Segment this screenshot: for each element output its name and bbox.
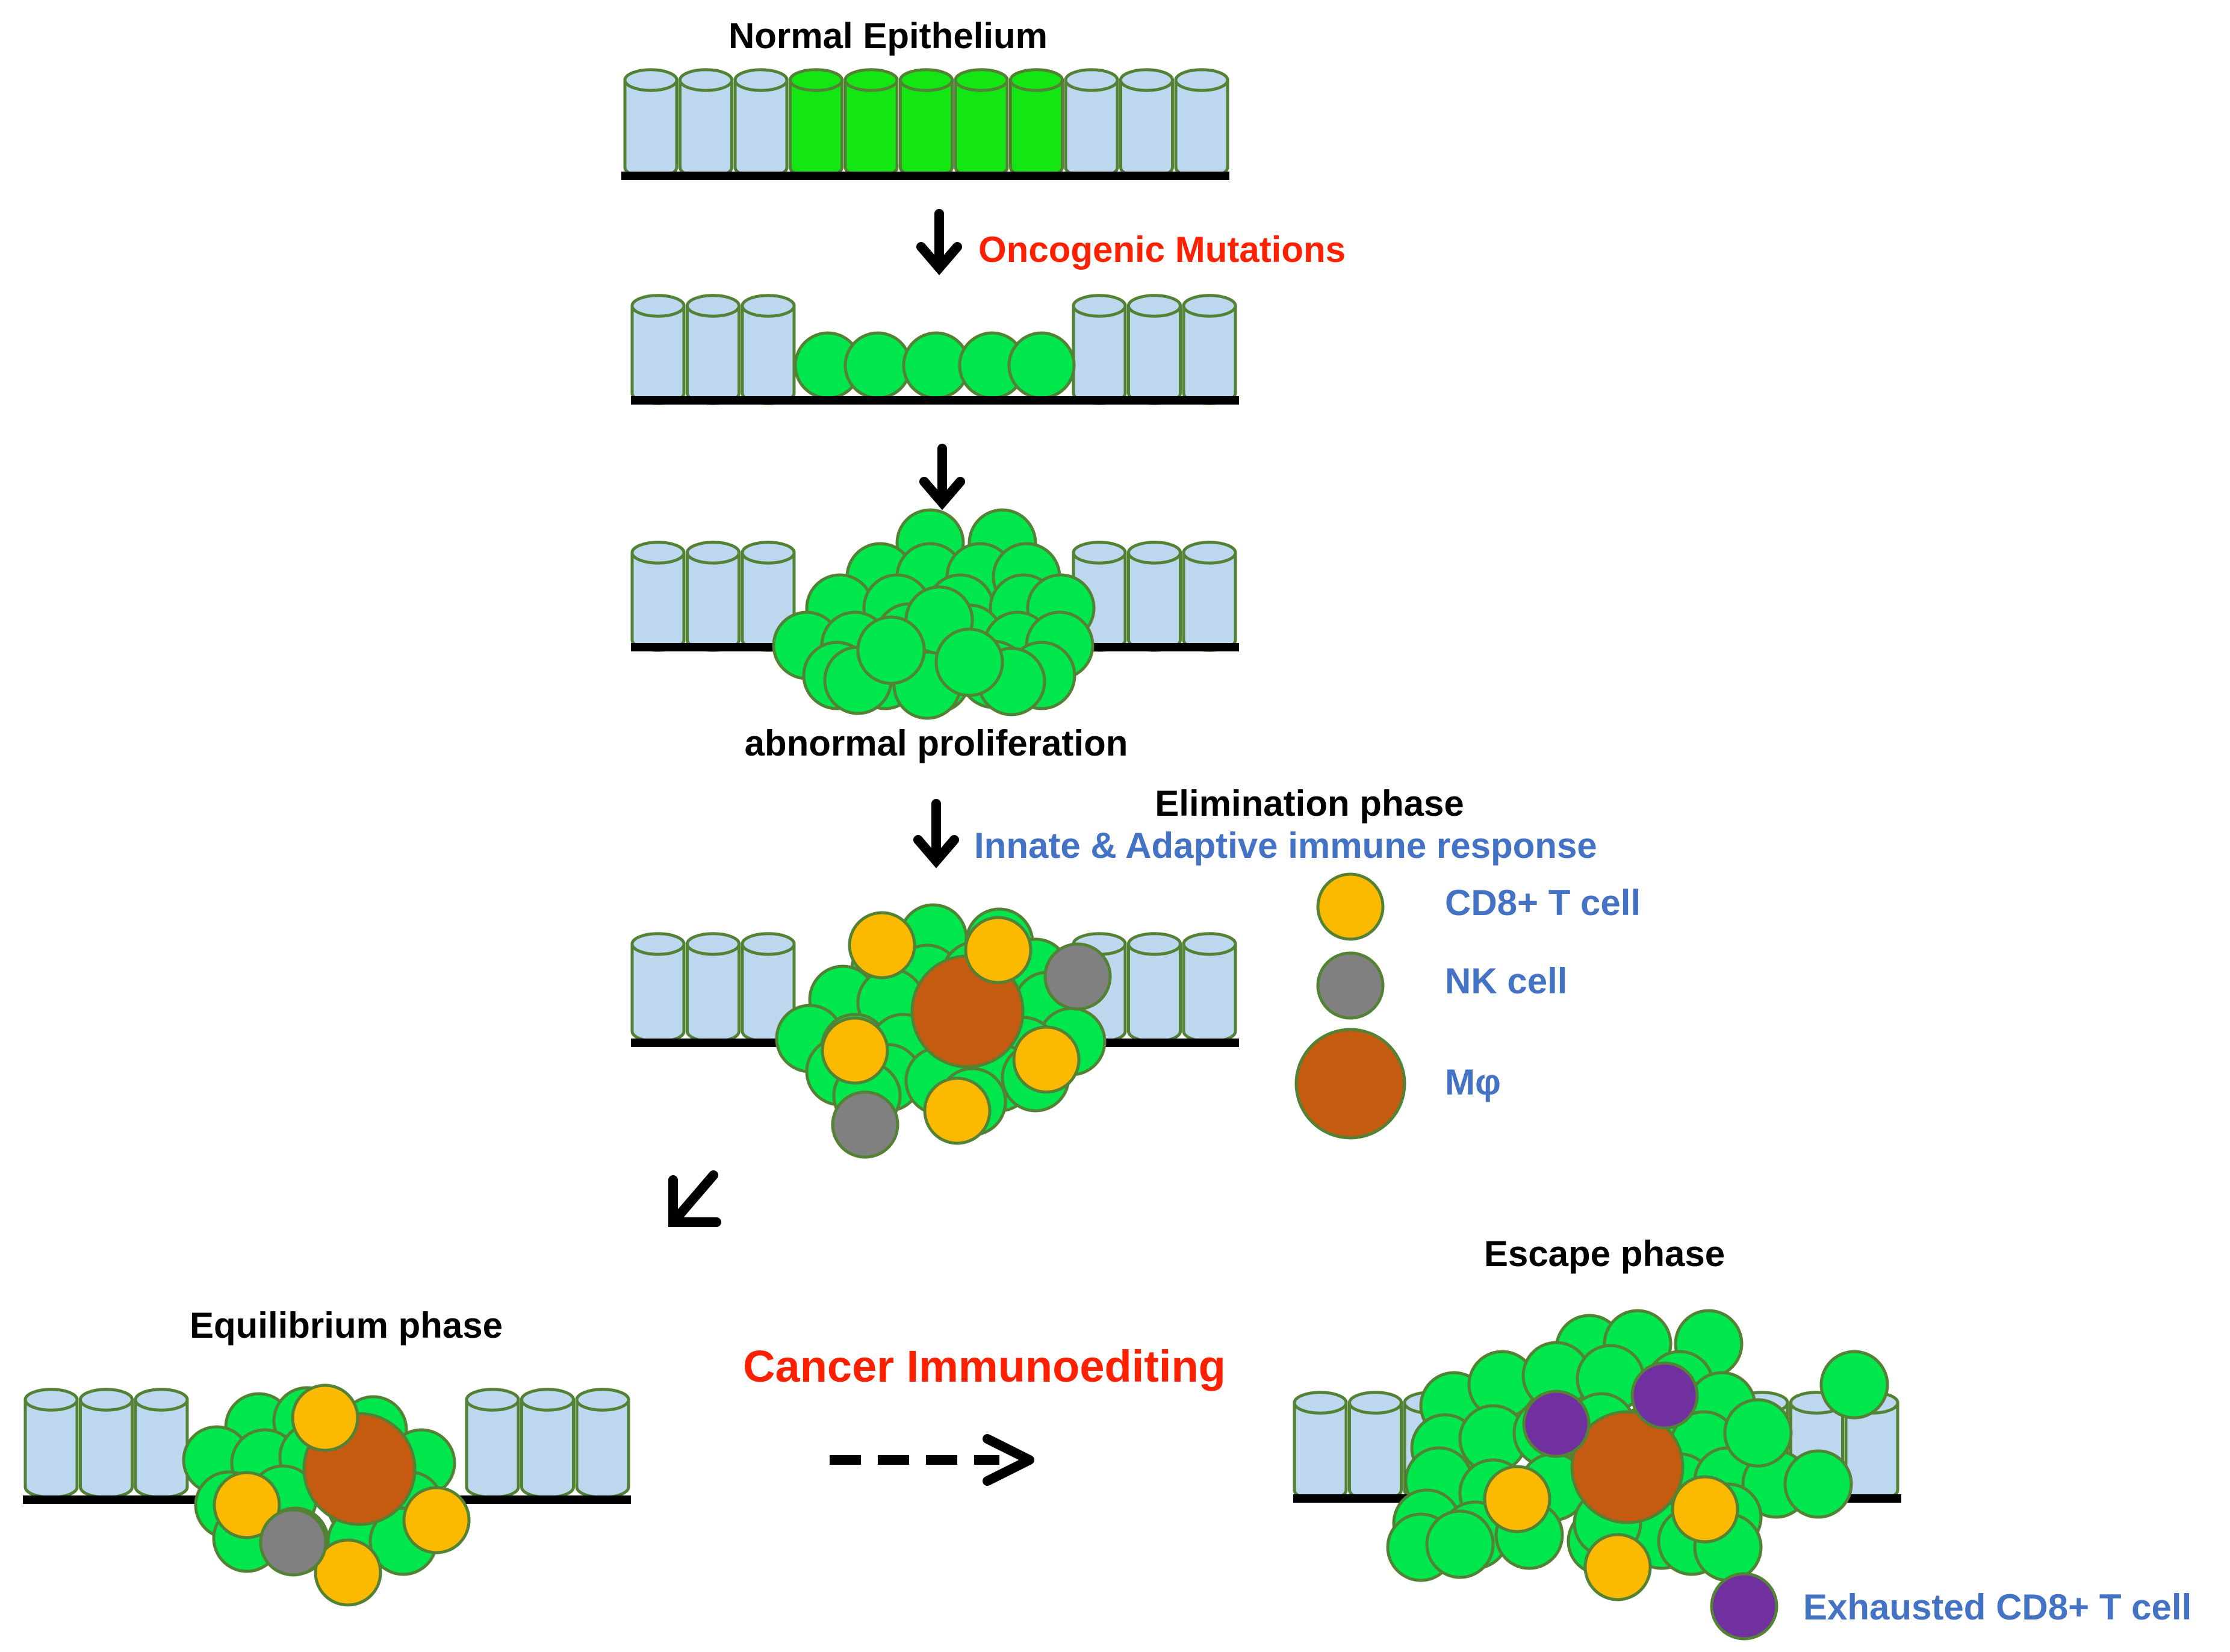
proliferating-epithelium-layer	[630, 508, 1239, 720]
cd8-t-cell	[923, 1076, 992, 1145]
immune-response-label: Innate & Adaptive immune response	[974, 825, 1597, 866]
epithelial-cell	[899, 68, 954, 179]
exhausted-legend: Exhausted CD8+ T cell	[1710, 1572, 2191, 1641]
diagonal-arrow-icon	[668, 1170, 721, 1227]
epithelial-cell	[686, 932, 741, 1043]
legend-label: NK cell	[1445, 961, 1567, 1001]
abnormal-proliferation-label: abnormal proliferation	[745, 723, 1128, 763]
cd8-t-cell	[291, 1383, 359, 1452]
epithelial-cell	[1182, 294, 1237, 405]
legend-label: Mφ	[1445, 1062, 1501, 1102]
equilibrium-phase-title: Equilibrium phase	[190, 1305, 503, 1346]
cd8-t-cell	[964, 916, 1033, 984]
cancer-immunoediting-title: Cancer Immunoediting	[743, 1341, 1226, 1391]
exhausted-cd8-t-cell	[1630, 1361, 1699, 1430]
basement-membrane	[631, 396, 1239, 405]
dashed-arrow-icon	[830, 1434, 1034, 1486]
escape-phase-title: Escape phase	[1484, 1234, 1725, 1274]
normal-epithelium-title: Normal Epithelium	[728, 16, 1048, 56]
cd8-t-cell	[848, 911, 916, 980]
nk-cell-icon	[1316, 951, 1385, 1020]
cd8-t-cell	[213, 1471, 281, 1539]
basement-membrane	[621, 172, 1229, 180]
epithelial-cell	[733, 68, 789, 179]
epithelial-cell	[575, 1388, 630, 1499]
epithelial-cell	[1127, 541, 1182, 652]
arrow-shape	[916, 209, 962, 276]
macrophage	[1570, 1410, 1685, 1524]
epithelial-cell	[520, 1388, 575, 1499]
cd8-t-cell	[1671, 1475, 1739, 1544]
cd8-t-cell	[314, 1538, 382, 1607]
tumor-cell	[1723, 1398, 1793, 1468]
cd8-t-cell	[1012, 1025, 1081, 1094]
exhausted-cd8-t-cell-icon	[1710, 1572, 1778, 1641]
epithelial-cell	[679, 68, 733, 179]
mutated-epithelium-layer	[630, 294, 1239, 405]
cd8-t-cell	[402, 1486, 471, 1554]
arrow-shape	[919, 444, 965, 511]
nk-cell	[831, 1090, 899, 1159]
epithelial-cell	[630, 541, 686, 652]
epithelial-cell	[1174, 68, 1229, 179]
elimination-phase-title: Elimination phase	[1155, 783, 1464, 824]
epithelial-cell	[1119, 68, 1174, 179]
epithelial-cell	[1072, 294, 1127, 405]
normal-epithelium-layer	[621, 68, 1229, 180]
epithelial-cell	[686, 294, 741, 405]
legend-label: CD8+ T cell	[1445, 883, 1641, 923]
oncogenic-mutations-label: Oncogenic Mutations	[978, 229, 1346, 270]
tumor-cell	[1783, 1449, 1853, 1519]
epithelial-cell	[465, 1388, 520, 1499]
epithelial-cell	[79, 1388, 134, 1499]
escape-phase-tissue	[1293, 1309, 1901, 1601]
epithelial-cell	[1182, 541, 1237, 652]
epithelial-cell	[23, 1388, 79, 1499]
down-arrow-icon	[916, 209, 962, 276]
arrow-head	[983, 1434, 1034, 1486]
epithelial-cell	[954, 68, 1009, 179]
epithelial-cell	[741, 294, 796, 405]
tumor-cell	[856, 615, 926, 685]
nk-cell	[1043, 942, 1112, 1011]
macrophage-icon	[1294, 1028, 1406, 1140]
cd8-t-cell	[1583, 1533, 1652, 1601]
epithelial-cell	[623, 68, 679, 179]
down-arrow-icon	[919, 444, 965, 511]
cd8-t-cell-icon	[1316, 872, 1385, 941]
epithelial-cell	[630, 294, 686, 405]
down-arrow-icon	[913, 799, 959, 869]
epithelial-cell	[134, 1388, 189, 1499]
tumor-cell	[934, 627, 1004, 697]
equilibrium-phase-tissue	[23, 1383, 631, 1607]
epithelial-cell	[1293, 1391, 1348, 1502]
cd8-t-cell	[1483, 1465, 1551, 1533]
epithelial-cell	[1064, 68, 1119, 179]
tumor-cell	[1007, 331, 1076, 400]
tumor-cell	[1819, 1350, 1889, 1420]
arrow-shape	[913, 799, 959, 869]
legend-label: Exhausted CD8+ T cell	[1803, 1587, 2191, 1627]
tumor-cell	[1425, 1509, 1495, 1579]
epithelial-cell	[686, 541, 741, 652]
epithelial-cell	[843, 68, 899, 179]
elimination-phase-tissue	[630, 903, 1239, 1159]
epithelial-cell	[630, 932, 686, 1043]
epithelial-cell	[789, 68, 843, 179]
epithelial-cell	[1182, 932, 1237, 1043]
epithelial-cell	[1009, 68, 1064, 179]
tumor-cell	[843, 331, 912, 400]
epithelial-cell	[741, 932, 796, 1043]
arrow-shape	[668, 1170, 721, 1227]
epithelial-cell	[1348, 1391, 1403, 1502]
nk-cell	[259, 1508, 328, 1577]
epithelial-cell	[1127, 932, 1182, 1043]
epithelial-cell	[1127, 294, 1182, 405]
exhausted-cd8-t-cell	[1522, 1390, 1591, 1458]
cd8-t-cell	[821, 1016, 889, 1085]
